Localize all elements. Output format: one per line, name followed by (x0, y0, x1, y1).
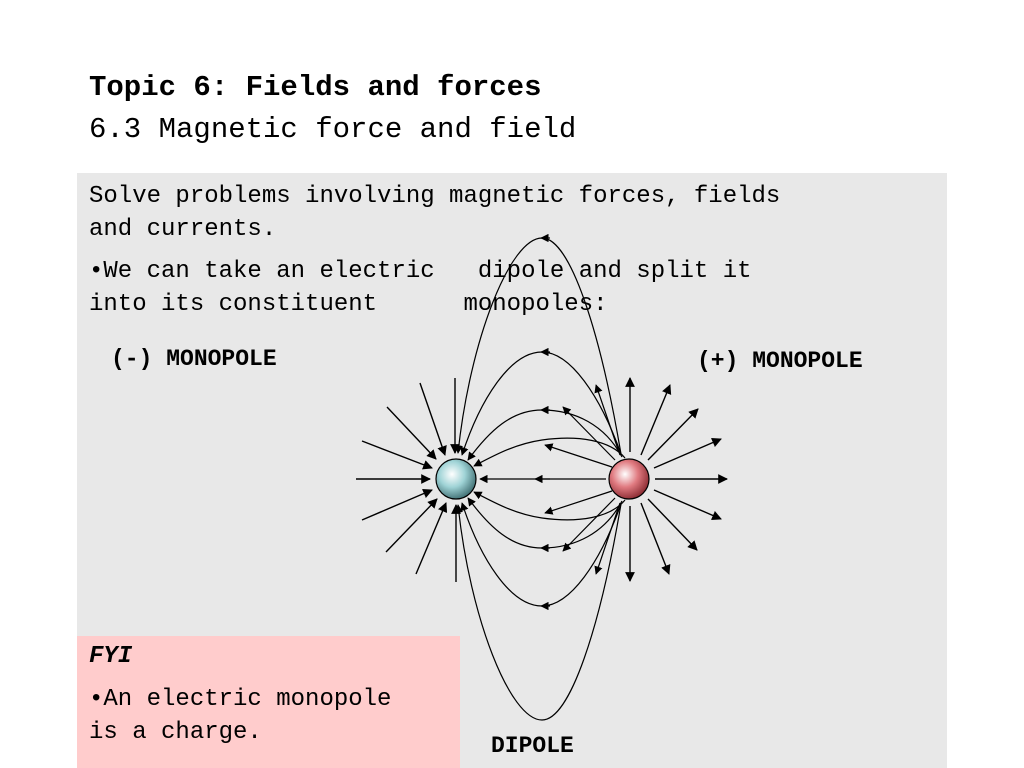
positive-field-lines (625, 377, 728, 582)
fyi-panel (77, 636, 460, 768)
bullet-line2-right: monopoles: (463, 291, 608, 318)
negative-monopole-label: (-) MONOPOLE (111, 346, 277, 372)
slide-subtitle: 6.3 Magnetic force and field (89, 113, 577, 146)
negative-field-lines (356, 378, 461, 582)
fyi-text: •An electric monopole is a charge. (89, 686, 392, 746)
positive-charge (608, 458, 650, 500)
slide-title: Topic 6: Fields and forces (89, 71, 542, 104)
intro-text: Solve problems involving magnetic forces… (89, 183, 781, 243)
dipole-label: DIPOLE (491, 733, 574, 759)
bullet-line1-left: •We can take an electric (89, 258, 435, 285)
positive-monopole-label: (+) MONOPOLE (697, 348, 863, 374)
dipole-field-lines (454, 233, 626, 721)
bullet-line1-right: dipole and split it (477, 258, 752, 285)
negative-charge (435, 458, 477, 500)
fyi-title: FYI (89, 643, 133, 670)
bullet-text: •We can take an electric dipole and spli… (89, 255, 939, 321)
bullet-line2-left: into its constituent (89, 291, 378, 318)
